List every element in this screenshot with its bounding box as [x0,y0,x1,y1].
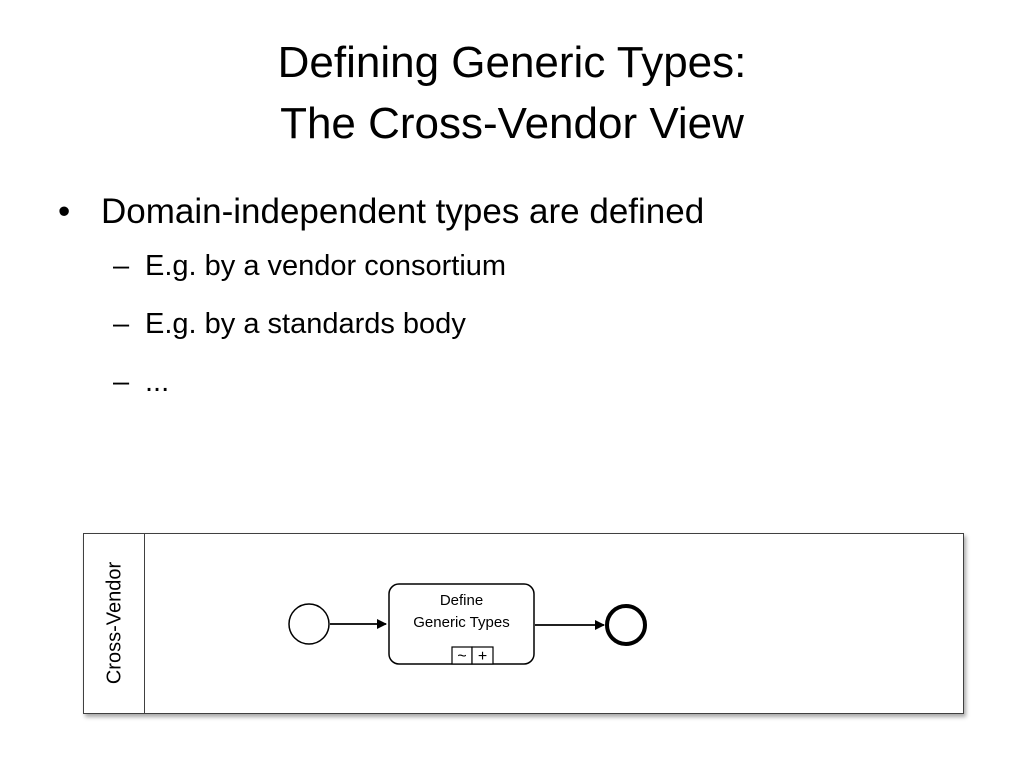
sub-bullet-item: – E.g. by a vendor consortium [58,248,998,284]
dash-marker: – [113,250,130,282]
bullet-text: Domain-independent types are defined [101,192,705,231]
bullet-marker: • [58,192,71,231]
dash-marker: – [113,366,130,398]
task-label: Define Generic Types [389,590,534,634]
start-event [288,603,330,645]
lane-header: Cross-Vendor [84,534,145,713]
subprocess-marker-box [471,646,494,665]
sub-bullet-text: E.g. by a standards body [145,308,466,340]
sub-bullet-text: ... [145,366,170,398]
bullet-item: • Domain-independent types are defined [58,190,998,234]
slide-title-line-1: Defining Generic Types: [277,38,747,87]
sub-bullet-item: – ... [58,364,998,400]
slide-title-line-2: The Cross-Vendor View [280,99,744,148]
dash-marker: – [113,308,130,340]
subprocess-marker-icon: + [478,648,487,665]
loop-marker-icon: ~ [457,648,466,665]
sub-bullet-text: E.g. by a vendor consortium [145,250,507,282]
task-label-line-1: Define [439,592,484,609]
task-label-line-2: Generic Types [413,614,510,631]
slide-title: Defining Generic Types: The Cross-Vendor… [0,32,1024,154]
sub-bullet-item: – E.g. by a standards body [58,306,998,342]
bullet-list: • Domain-independent types are defined –… [58,190,998,400]
end-event [605,604,647,646]
